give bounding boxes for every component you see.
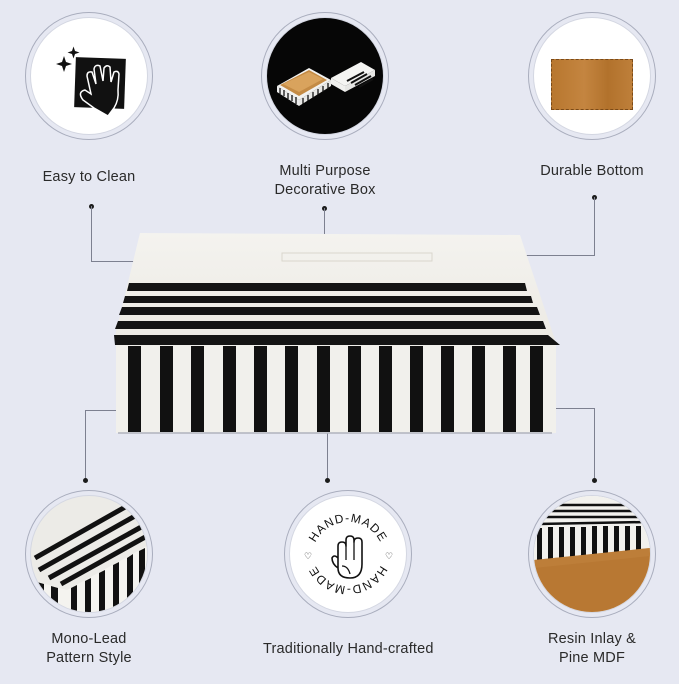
feature-label: Multi Purpose Decorative Box: [274, 162, 375, 200]
stripe-corner-closeup-photo: [31, 496, 147, 612]
feature-label: Easy to Clean: [42, 169, 136, 185]
connector-dot: [83, 478, 88, 483]
feature-label: Resin Inlay & Pine MDF: [548, 630, 636, 668]
feature-label: Durable Bottom: [540, 163, 644, 179]
open-box-photo: [267, 18, 383, 134]
cleaning-cloth-hand-icon: [31, 18, 147, 134]
feature-circle: [25, 12, 153, 140]
svg-text:HAND-MADE: HAND-MADE: [306, 511, 390, 544]
feature-label: Traditionally Hand-crafted: [263, 641, 434, 657]
feature-label-line1: Multi Purpose: [279, 163, 371, 179]
feature-circle: [25, 490, 153, 618]
feature-mono-lead: Mono-Lead Pattern Style: [25, 490, 153, 668]
feature-circle: [528, 490, 656, 618]
connector-line: [324, 208, 325, 234]
hand-made-stamp-icon: HAND-MADE HAND-MADE ♡ ♡: [290, 496, 407, 612]
feature-circle: HAND-MADE HAND-MADE ♡ ♡: [284, 490, 413, 618]
feature-circle: [528, 12, 656, 140]
feature-durable-bottom: Durable Bottom: [528, 12, 656, 181]
connector-line: [594, 408, 595, 478]
wood-panel: [551, 59, 633, 110]
connector-line: [327, 432, 328, 478]
connector-line: [553, 408, 595, 409]
svg-text:♡: ♡: [304, 552, 312, 562]
connector-line: [85, 410, 118, 411]
resin-pine-closeup-photo: [534, 496, 650, 612]
feature-multi-purpose: Multi Purpose Decorative Box: [261, 12, 389, 200]
connector-line: [520, 255, 595, 256]
connector-dot: [592, 478, 597, 483]
feature-label-line2: Decorative Box: [274, 182, 376, 198]
connector-line: [594, 197, 595, 255]
feature-circle: [261, 12, 389, 140]
svg-text:♡: ♡: [385, 552, 393, 562]
feature-label: Mono-Lead Pattern Style: [46, 630, 132, 668]
feature-label-line1: Mono-Lead: [51, 631, 127, 647]
connector-line: [91, 261, 134, 262]
pine-wood-bottom-photo: [534, 18, 650, 134]
connector-line: [85, 410, 86, 478]
feature-easy-to-clean: Easy to Clean: [25, 12, 153, 187]
connector-line: [91, 206, 92, 262]
feature-hand-crafted: HAND-MADE HAND-MADE ♡ ♡ Traditionally Ha…: [263, 490, 434, 659]
connector-dot: [325, 478, 330, 483]
feature-label-line2: Pine MDF: [558, 650, 626, 666]
feature-label-line1: Resin Inlay &: [547, 631, 637, 647]
feature-resin-inlay: Resin Inlay & Pine MDF: [528, 490, 656, 668]
stamp-text-top: HAND-MADE: [306, 511, 389, 544]
feature-label-line2: Pattern Style: [46, 650, 132, 666]
